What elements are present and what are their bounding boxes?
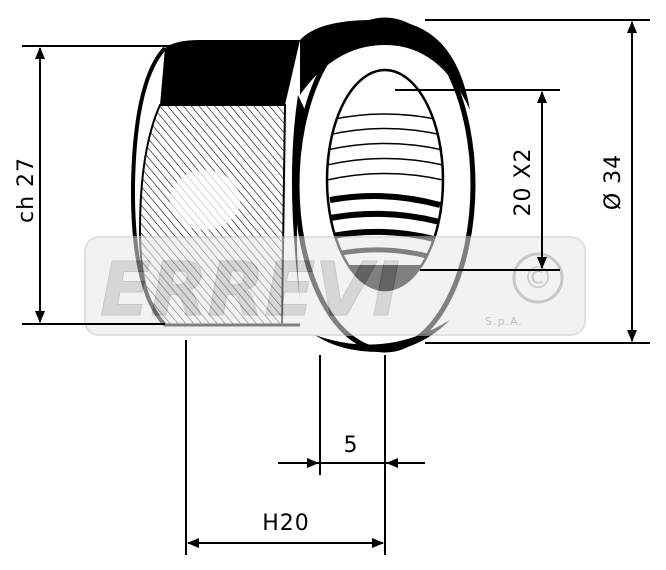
flange-thickness-label: 5 [344, 433, 359, 458]
dimension-lines [35, 21, 637, 548]
watermark-suffix: S.p.A. [485, 315, 523, 328]
watermark: ERREVI © S.p.A. [84, 236, 586, 336]
height-label: H20 [262, 511, 310, 536]
dimension-labels: ch 27 20 X2 Ø 34 5 H20 [14, 147, 626, 536]
extension-lines [22, 19, 650, 555]
thread-size-label: 20 X2 [511, 147, 536, 216]
diameter-label: Ø 34 [601, 154, 626, 210]
watermark-brand: ERREVI [100, 247, 400, 333]
hex-size-label: ch 27 [14, 157, 39, 223]
copyright-mark: © [523, 261, 553, 296]
